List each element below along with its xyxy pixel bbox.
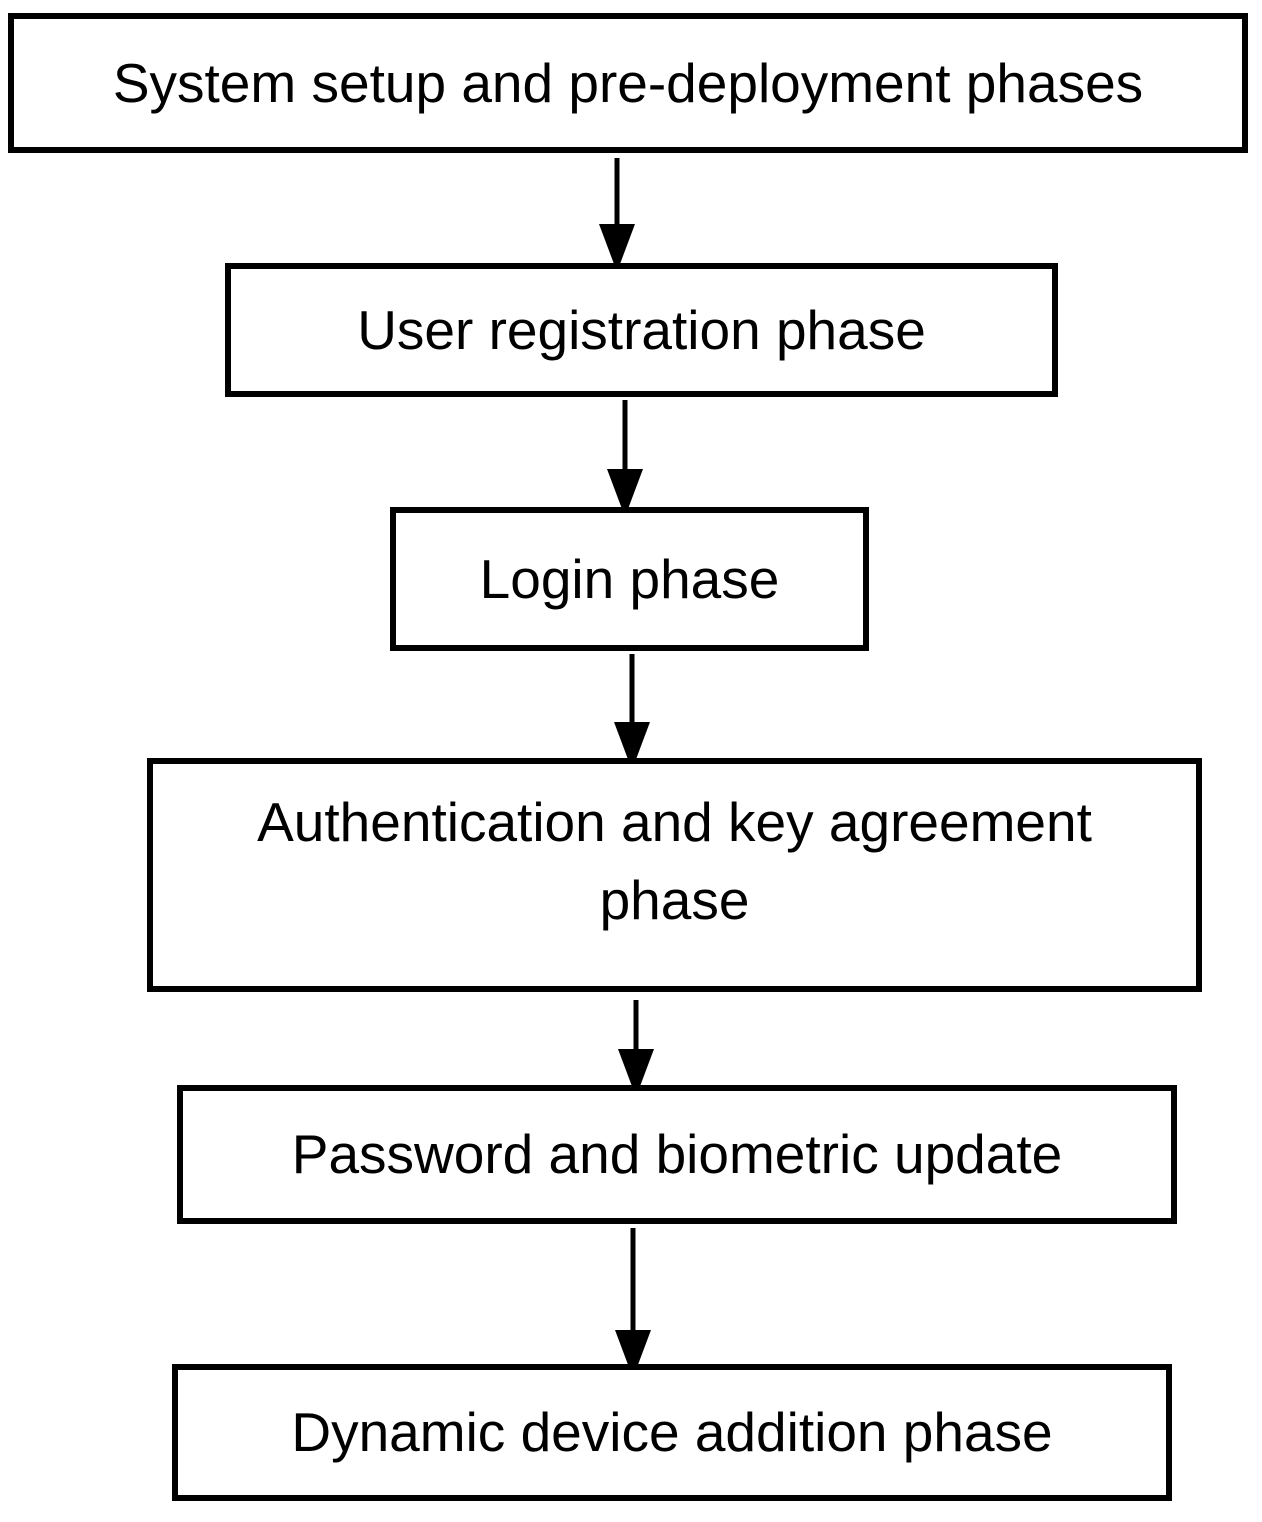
node-label: User registration phase [357, 298, 926, 361]
node-label: Password and biometric update [291, 1123, 1063, 1186]
node-dynamic-device-addition: Dynamic device addition phase [172, 1364, 1172, 1501]
node-login: Login phase [390, 507, 869, 651]
node-system-setup-pre-deployment: System setup and pre-deployment phases [8, 13, 1248, 153]
node-label: Login phase [479, 547, 780, 610]
flow-arrow-down-4 [618, 1000, 654, 1097]
node-label: Dynamic device addition phase [291, 1401, 1053, 1464]
flow-arrow-down-1 [599, 158, 635, 272]
node-label: System setup and pre-deployment phases [112, 51, 1144, 114]
flow-arrow-down-3 [614, 654, 650, 770]
node-user-registration: User registration phase [225, 263, 1058, 397]
node-label: Authentication and key agreement [257, 790, 1092, 853]
flow-arrow-down-5 [615, 1228, 651, 1378]
node-label: phase [599, 869, 750, 931]
flow-arrow-down-2 [607, 400, 643, 517]
node-auth-key-agreement: Authentication and key agreement phase [147, 758, 1202, 992]
node-password-biometric-update: Password and biometric update [177, 1085, 1177, 1224]
